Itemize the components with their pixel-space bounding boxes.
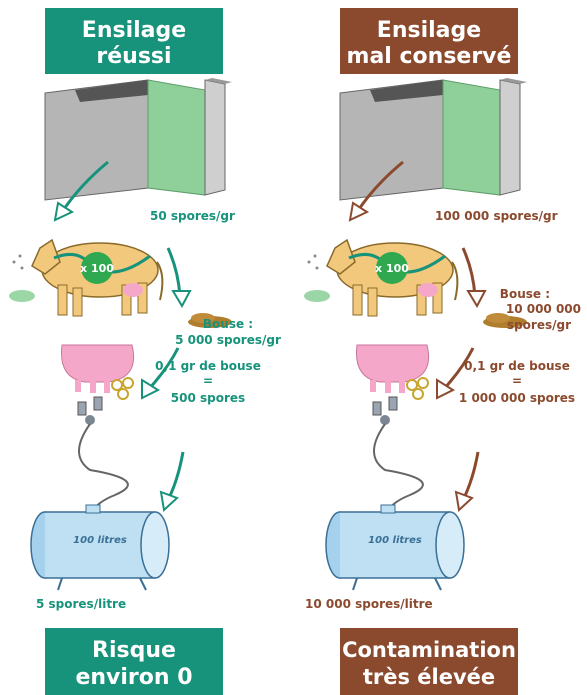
right-silage-bunker <box>340 78 527 200</box>
right-arrowhead <box>350 203 367 220</box>
left-udder <box>61 345 133 399</box>
right-milk-line3: 1 000 000 spores <box>459 391 575 405</box>
left-arrowhead <box>161 492 177 510</box>
right-milk-line1: 0,1 gr de bouse <box>464 359 570 373</box>
right-milking-cluster <box>373 397 423 520</box>
right-title-line2: mal conservé <box>347 44 512 69</box>
left-milk-line1: 0,1 gr de bouse <box>155 359 261 373</box>
right-dung-line1: Bouse : <box>500 287 550 301</box>
right-silage-spores: 100 000 spores/gr <box>435 209 558 223</box>
right-result-line2: très élevée <box>363 665 495 689</box>
left-dung-line1: Bouse : <box>203 317 253 331</box>
left-dung-line2: 5 000 spores/gr <box>175 333 281 347</box>
right-arrowhead <box>456 492 472 510</box>
right-dung-line3: spores/gr <box>507 318 571 332</box>
right-arrowhead <box>468 291 485 306</box>
left-column: Ensilage réussi 50 spores/gr x 100 Bouse… <box>9 8 281 695</box>
left-arrow-cow-to-dung <box>168 248 180 296</box>
right-tank-spores: 10 000 spores/litre <box>305 597 433 611</box>
left-arrowhead <box>173 291 190 306</box>
right-arrow-cow-to-dung <box>463 248 475 296</box>
left-arrowhead <box>55 203 72 220</box>
left-milk-line2: = <box>203 374 213 388</box>
left-title-line1: Ensilage <box>82 18 186 43</box>
left-cow-multiplier: x 100 <box>80 262 114 275</box>
right-udder <box>356 345 428 399</box>
right-cow-multiplier: x 100 <box>375 262 409 275</box>
left-milk-tank <box>31 505 169 590</box>
left-tank-label: 100 litres <box>73 535 127 546</box>
right-milk-tank <box>326 505 464 590</box>
right-tank-label: 100 litres <box>368 535 422 546</box>
left-title-line2: réussi <box>96 44 171 69</box>
left-milk-line3: 500 spores <box>171 391 245 405</box>
right-arrow-to-tank <box>463 452 478 500</box>
left-tank-spores: 5 spores/litre <box>36 597 126 611</box>
left-result-line1: Risque <box>92 638 176 663</box>
right-cow <box>304 240 457 316</box>
right-milk-line2: = <box>512 374 522 388</box>
left-cow <box>9 240 162 316</box>
left-arrow-to-tank <box>168 452 183 500</box>
right-result-line1: Contamination <box>342 638 516 662</box>
right-dung-line2: 10 000 000 <box>506 302 581 316</box>
right-title-line1: Ensilage <box>377 18 481 43</box>
left-silage-bunker <box>45 78 232 200</box>
left-silage-spores: 50 spores/gr <box>150 209 235 223</box>
right-column: Ensilage mal conservé 100 000 spores/gr … <box>304 8 581 695</box>
left-milking-cluster <box>78 397 128 520</box>
left-result-line2: environ 0 <box>75 665 192 690</box>
